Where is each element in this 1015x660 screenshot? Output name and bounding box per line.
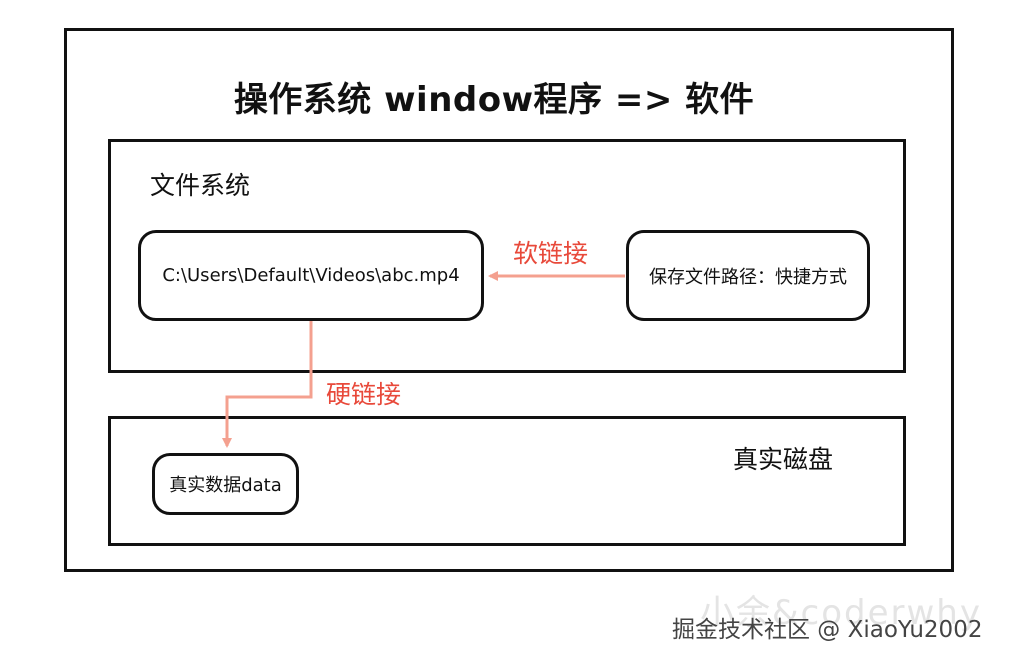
hard-link-label: 硬链接 (326, 380, 402, 409)
file-path-node: C:\Users\Default\Videos\abc.mp4 (138, 230, 484, 321)
real-data-node: 真实数据data (152, 453, 299, 515)
file-system-label: 文件系统 (150, 171, 251, 200)
real-data-text: 真实数据data (169, 475, 282, 496)
shortcut-text: 保存文件路径：快捷方式 (649, 266, 847, 288)
real-disk-box (108, 416, 906, 546)
watermark: 掘金技术社区 @ XiaoYu2002 (672, 617, 983, 643)
shortcut-node: 保存文件路径：快捷方式 (626, 230, 870, 321)
file-path-text: C:\Users\Default\Videos\abc.mp4 (162, 265, 460, 286)
real-disk-label: 真实磁盘 (733, 445, 834, 474)
outer-frame (64, 28, 954, 572)
file-system-box (108, 139, 906, 373)
soft-link-label: 软链接 (513, 239, 589, 268)
faint-watermark: 小余&coderwhy (700, 593, 982, 633)
diagram-title: 操作系统 window程序 => 软件 (233, 80, 755, 120)
